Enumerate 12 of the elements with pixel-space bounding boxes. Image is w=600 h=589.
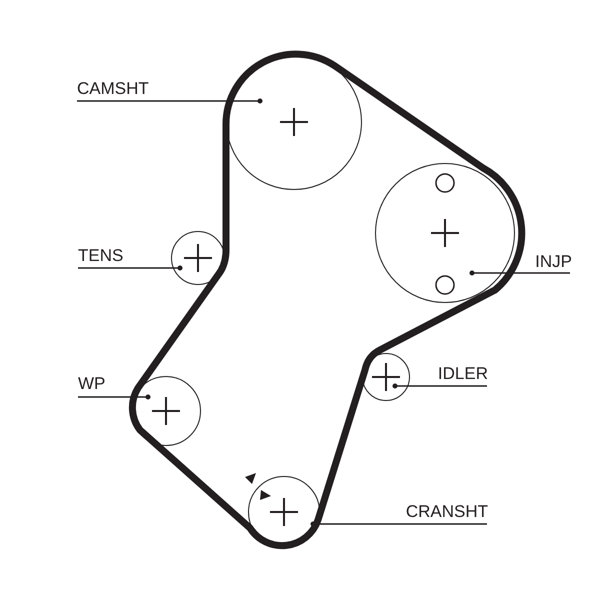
part-label: INJP: [535, 252, 572, 272]
leader-line: [78, 394, 150, 400]
leader-line: [470, 270, 570, 276]
leader-line: [77, 98, 262, 104]
leader-line: [310, 522, 487, 526]
part-label: CAMSHT: [77, 79, 149, 99]
part-label: WP: [78, 374, 106, 394]
part-label: TENS: [78, 246, 124, 266]
leader-line: [392, 384, 487, 388]
leader-line: [78, 266, 182, 270]
part-label: CRANSHT: [406, 502, 488, 522]
part-label: IDLER: [438, 364, 488, 384]
